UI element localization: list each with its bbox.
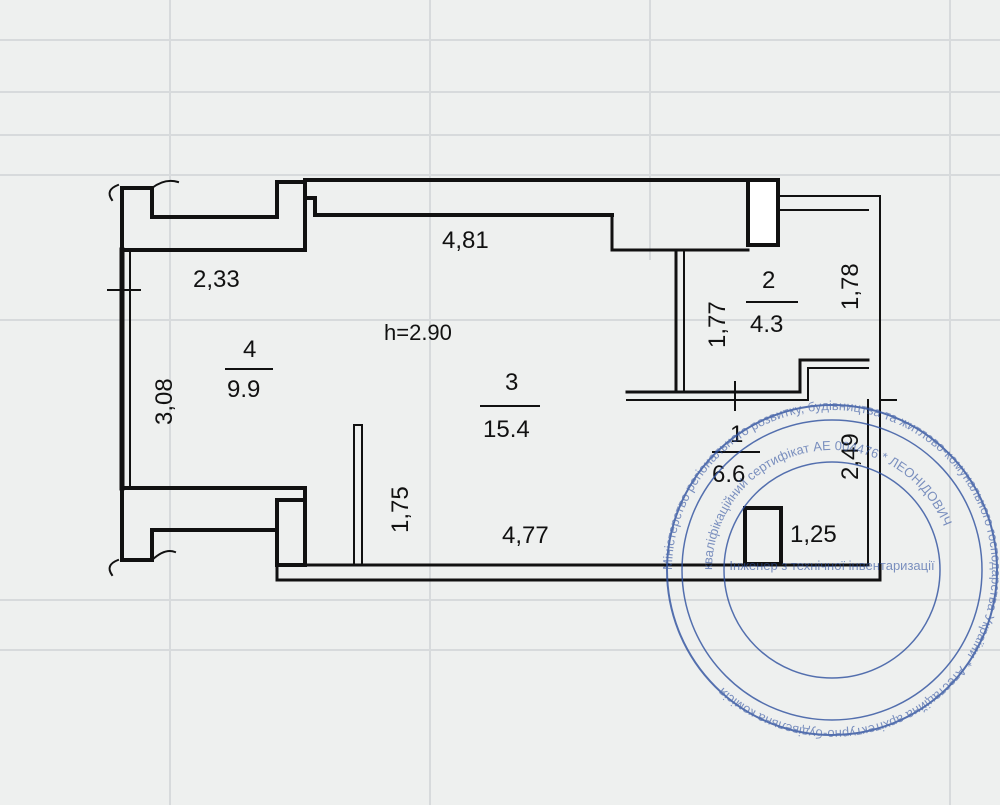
dim-partition: 1,75 bbox=[387, 486, 414, 533]
room-number: 2 bbox=[762, 267, 775, 294]
room-area: 15.4 bbox=[483, 416, 530, 443]
official-stamp: Міністерство регіонального розвитку, буд… bbox=[660, 398, 1000, 742]
room-4-label: 4 9.9 bbox=[225, 336, 273, 403]
room-3-label: 3 15.4 bbox=[480, 369, 540, 443]
room-number: 3 bbox=[505, 369, 518, 396]
dim-top-corridor: 4,81 bbox=[442, 227, 489, 254]
room-area: 9.9 bbox=[227, 376, 260, 403]
dim-bottom: 4,77 bbox=[502, 522, 549, 549]
dim-hall-bottom: 1,25 bbox=[790, 521, 837, 548]
dim-bath-inner: 1,77 bbox=[704, 301, 731, 348]
dim-bath-outer: 1,78 bbox=[837, 263, 864, 310]
ceiling-height-label: h=2.90 bbox=[384, 320, 452, 345]
dim-hall-side: 2,49 bbox=[837, 433, 864, 480]
stamp-center-text: Інженер з технічної інвентаризації bbox=[729, 558, 935, 573]
dim-balcony-side: 3,08 bbox=[151, 378, 178, 425]
room-number: 4 bbox=[243, 336, 256, 363]
room-area: 6.6 bbox=[712, 461, 745, 488]
walls bbox=[107, 178, 897, 582]
room-2-label: 2 4.3 bbox=[746, 267, 798, 338]
room-area: 4.3 bbox=[750, 311, 783, 338]
dim-balcony-top: 2,33 bbox=[193, 266, 240, 293]
